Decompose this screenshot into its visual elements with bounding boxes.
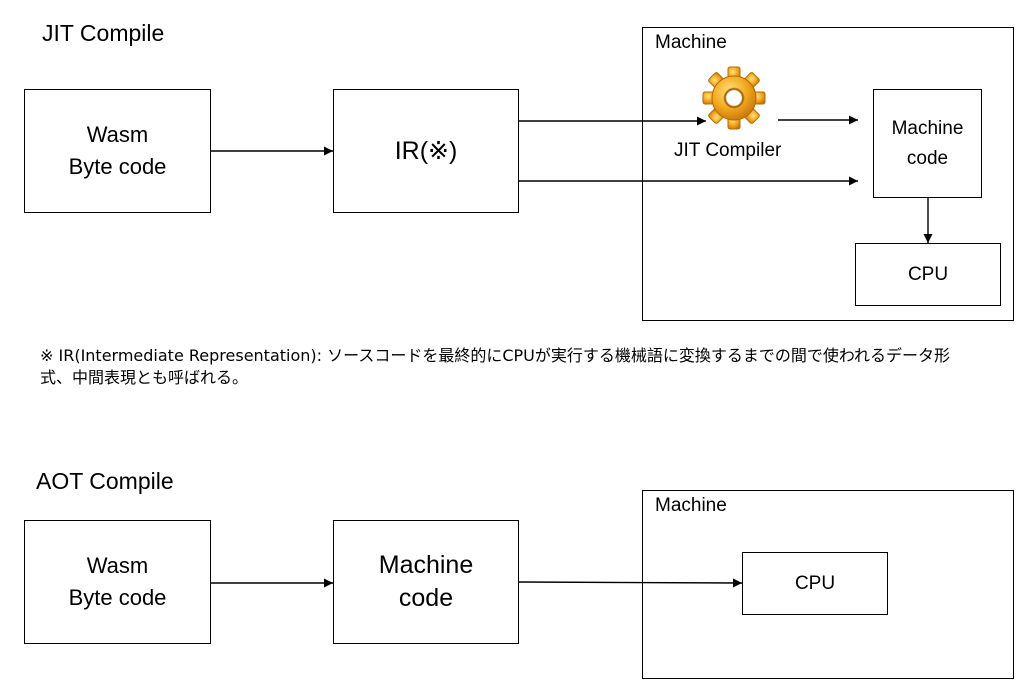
aot-wasm-line1: Wasm [86,553,149,578]
jit-cpu-label: CPU [907,263,949,285]
aot-machine-code-box: Machine code [333,520,519,644]
aot-machine-code-line1: Machine [378,551,474,579]
jit-machine-title: Machine [655,32,727,53]
aot-wasm-bytecode-box: Wasm Byte code [24,520,211,644]
aot-machine-title: Machine [655,495,727,516]
aot-cpu-box: CPU [742,552,888,615]
jit-machine-code-line2: code [906,147,949,169]
jit-wasm-line1: Wasm [86,122,149,147]
ir-box: IR(※) [333,89,519,213]
jit-wasm-line2: Byte code [68,154,167,179]
jit-compiler-label: JIT Compiler [674,140,782,161]
jit-cpu-box: CPU [855,243,1001,306]
jit-wasm-bytecode-box: Wasm Byte code [24,89,211,213]
ir-label: IR(※) [394,137,458,165]
aot-wasm-line2: Byte code [68,585,167,610]
jit-machine-code-box: Machine code [873,89,982,198]
gear-icon [702,66,766,130]
aot-machine-code-line2: code [398,584,454,612]
aot-cpu-label: CPU [794,572,836,594]
arrow-aot-machine-code-to-cpu [518,578,743,588]
jit-machine-code-line1: Machine [891,117,964,139]
jit-section-title: JIT Compile [42,20,165,46]
ir-footnote: ※ IR(Intermediate Representation): ソースコー… [40,346,951,387]
aot-section-title: AOT Compile [36,468,174,494]
